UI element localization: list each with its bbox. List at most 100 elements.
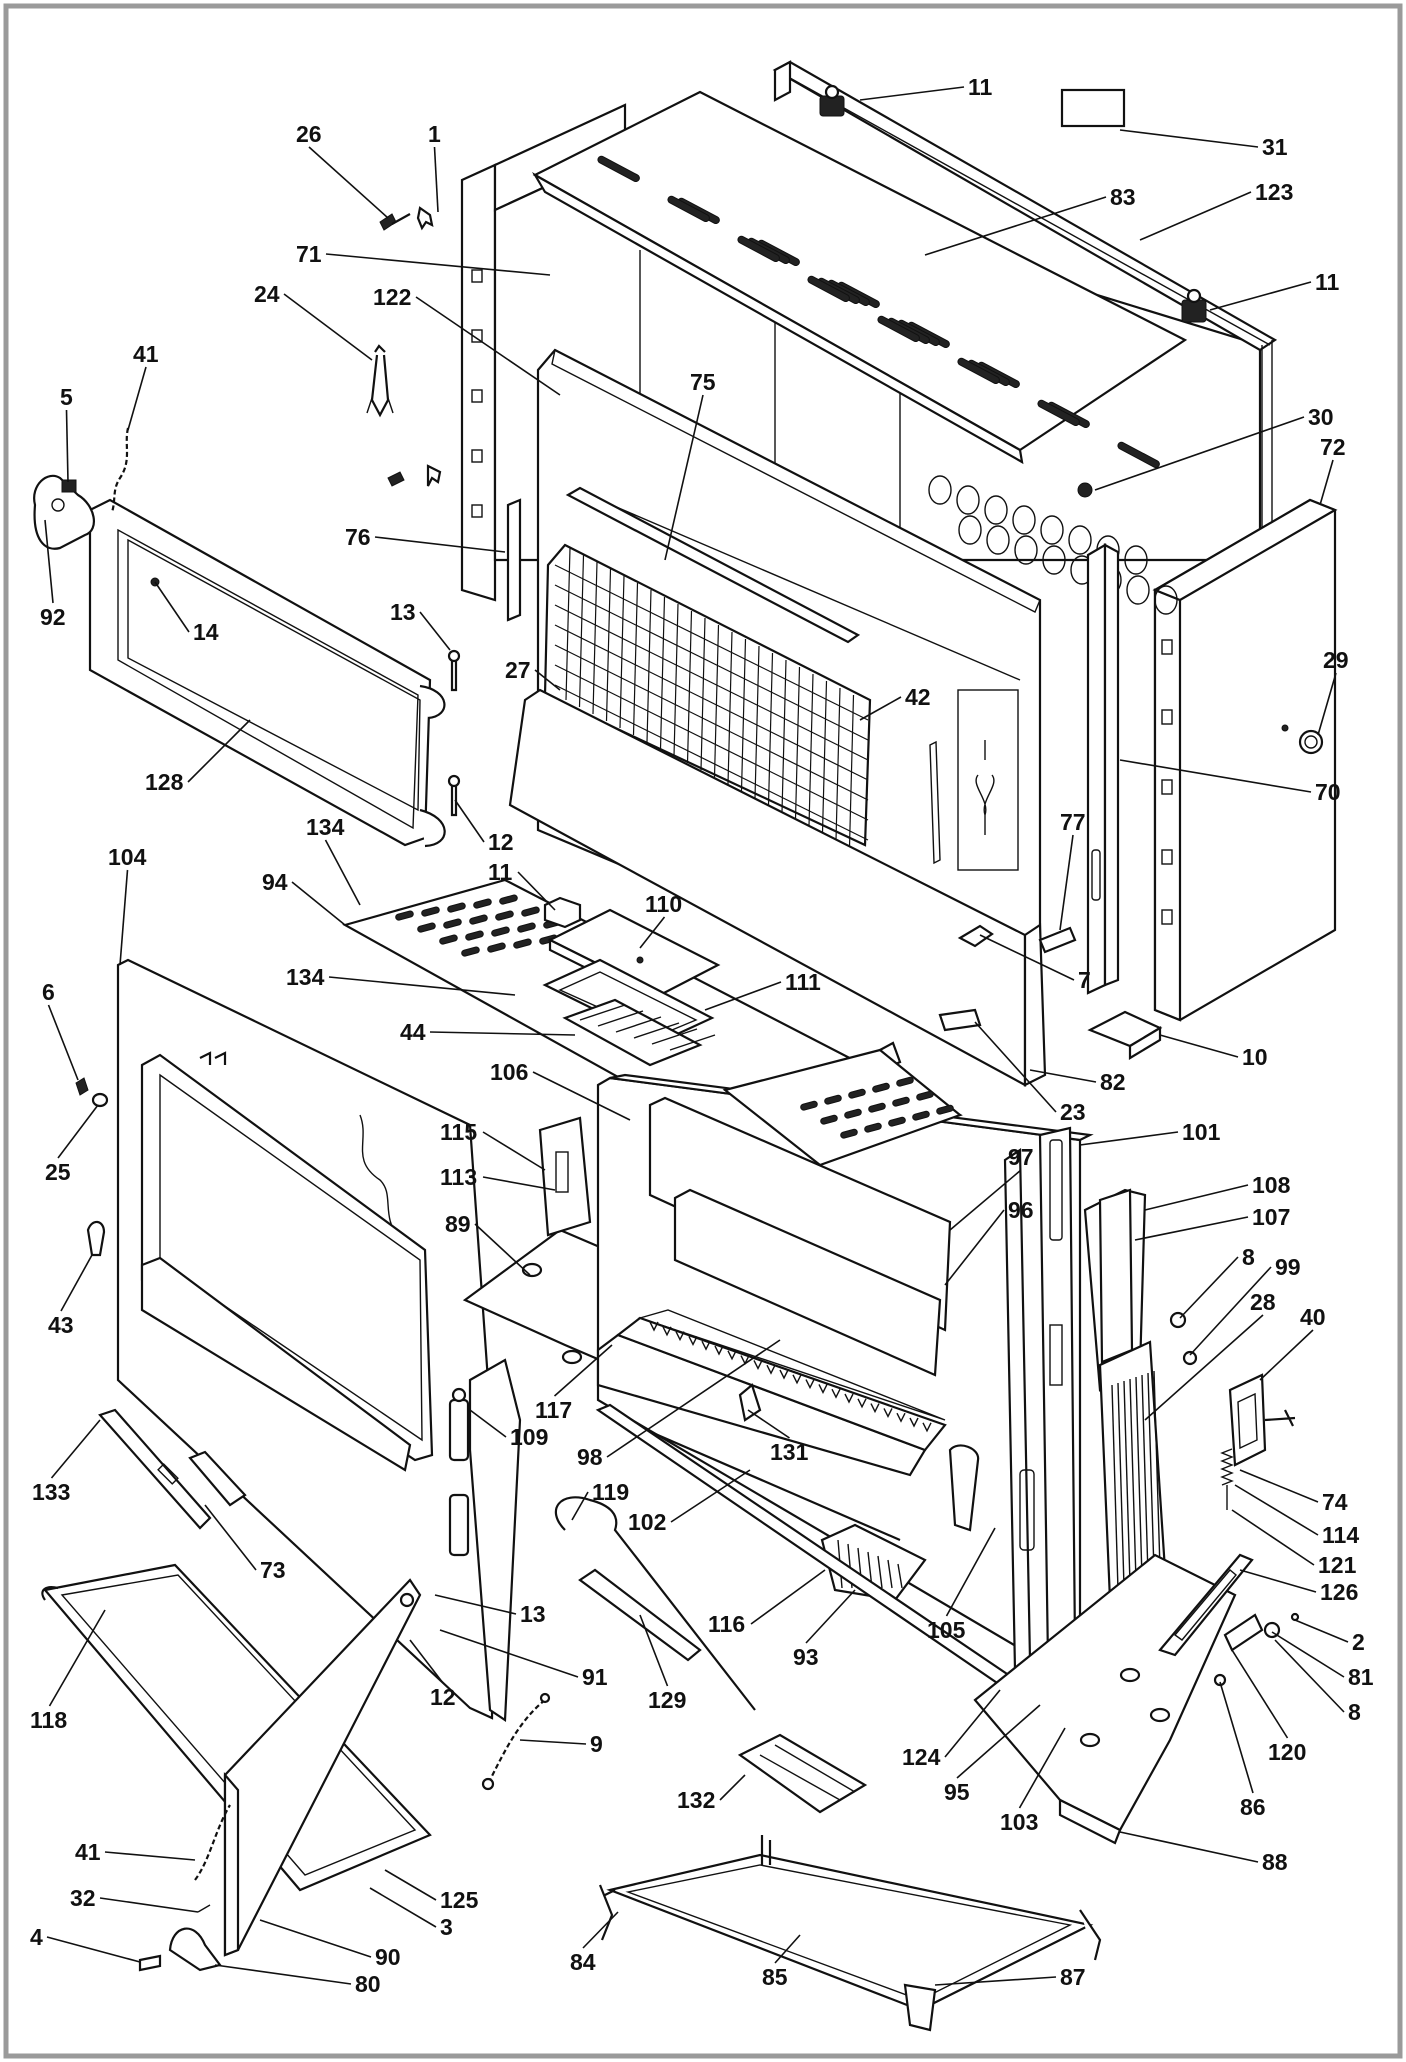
callout-125: 125 [440,1887,479,1913]
grate-rib [877,1555,883,1589]
leader-line [1079,1131,1179,1146]
mesh-wire [740,638,747,792]
leader-line [1274,1639,1345,1713]
mesh-wire [754,645,760,799]
tray-tooth [753,1360,763,1370]
callout-5: 5 [60,384,73,410]
leader-line [747,1409,790,1439]
callout-97: 97 [1008,1144,1034,1170]
callout-116: 116 [708,1611,745,1637]
side-brick-115-113 [538,1116,592,1237]
callout-86: 86 [1240,1794,1266,1820]
leader-line [934,1976,1057,1986]
baffle-slot [888,1116,906,1127]
callout-85: 85 [762,1964,788,1990]
leader-line [1094,416,1305,491]
leader-line [48,1609,106,1707]
callout-131: 131 [770,1439,809,1465]
callout-70: 70 [1315,779,1341,805]
tray-tooth [792,1374,802,1385]
mesh-wire [794,666,801,820]
leader-line [1134,1216,1249,1241]
callout-13: 13 [520,1601,546,1627]
fixings-26-1-24 [366,206,442,487]
tray-tooth [896,1412,906,1423]
callout-28: 28 [1250,1289,1276,1315]
mesh-wire [781,659,787,813]
callout-106: 106 [490,1059,528,1085]
fire-grate-mesh-42 [543,543,872,848]
callout-109: 109 [510,1424,548,1450]
callout-7: 7 [1078,967,1091,993]
leader-line [1018,1727,1066,1809]
callout-41: 41 [75,1839,101,1865]
leader-line [582,1911,619,1949]
callout-87: 87 [1060,1964,1086,1990]
tray-tooth [805,1379,815,1390]
callout-111: 111 [785,969,821,995]
mesh-wire [713,624,720,778]
callout-134: 134 [306,814,345,840]
callout-96: 96 [1008,1197,1034,1223]
callout-12: 12 [430,1684,456,1710]
leader-line [434,1594,517,1615]
baffle-slot [443,918,462,929]
baffle-slot [916,1090,934,1101]
callout-14: 14 [193,619,219,645]
page-border [3,3,1403,2059]
leader-line [1119,1831,1259,1863]
callout-84: 84 [570,1949,596,1975]
callout-93: 93 [793,1644,819,1670]
leader-line [1139,191,1252,241]
leader-line [805,1589,856,1644]
grille-slot [597,155,640,183]
vent-hole [1014,535,1038,565]
leader-line [664,394,704,561]
brick-rib [1147,1372,1155,1573]
leader-line [1119,759,1312,793]
ash-grid-132 [737,1733,868,1814]
leader-line [719,1774,746,1801]
chain-9 [489,1699,546,1781]
baffle-slot [447,902,466,913]
callout-31: 31 [1262,134,1288,160]
rail-75 [565,486,861,644]
callout-123: 123 [1255,179,1293,205]
leader-line [119,869,129,966]
baffle-slot [872,1082,890,1093]
leader-line [1317,672,1337,736]
vent-hole [1154,585,1178,615]
leader-line [949,1169,1022,1231]
baffle-slot [513,938,532,949]
leader-line [127,366,147,431]
callout-10: 10 [1242,1044,1268,1070]
vent-hole [1068,525,1092,555]
grille-slot [877,315,920,343]
brick-rib [1129,1378,1137,1582]
badge-plate-31 [1060,88,1126,128]
callout-83: 83 [1110,184,1136,210]
callout-108: 108 [1252,1172,1291,1198]
callout-30: 30 [1308,404,1334,430]
leader-line [44,519,54,604]
mesh-wire [565,547,571,701]
leader-line [1231,1509,1315,1566]
vent-hole [986,525,1010,555]
leader-line [704,981,782,1011]
grate-rib [897,1563,903,1589]
callout-110: 110 [645,891,682,917]
callout-134: 134 [286,964,325,990]
leader-line [532,1071,631,1121]
leader-line [1179,1256,1239,1319]
callout-26: 26 [296,121,322,147]
tray-tooth [831,1388,841,1399]
leader-line [774,1934,801,1964]
callout-81: 81 [1348,1664,1374,1690]
ash-door-126 [1158,1553,1300,1687]
callout-4: 4 [30,1924,43,1950]
callout-11: 11 [488,859,513,885]
callout-72: 72 [1320,434,1346,460]
brick-rib [1153,1370,1161,1570]
leader-line [571,1491,589,1521]
